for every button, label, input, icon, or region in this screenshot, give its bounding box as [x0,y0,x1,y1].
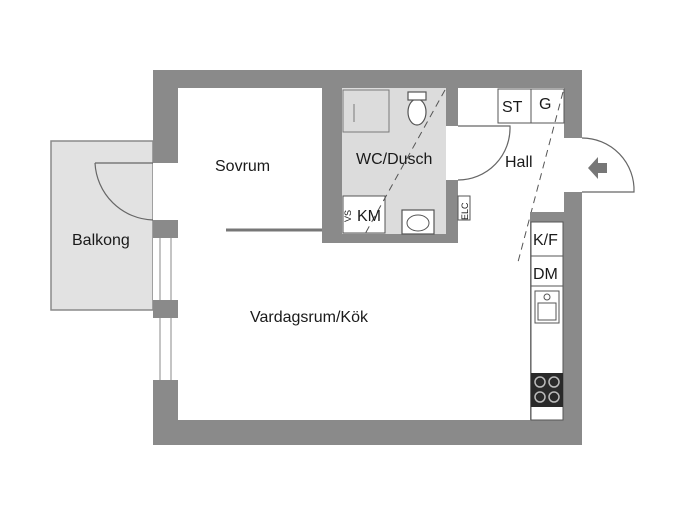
room-label-hall: Hall [505,154,533,171]
entrance-opening [564,138,582,192]
fixture-label-vs: VS [343,210,353,222]
fixture-label-dm: DM [533,266,558,283]
washing-machine-box [342,195,386,234]
room-label-vardagsrum: Vardagsrum/Kök [250,309,369,326]
arrow-left-icon [588,157,607,179]
window-left-upper [153,238,178,300]
balcony-door-opening [153,163,178,220]
wc-door-swing [457,125,511,181]
shower-tray [342,89,390,133]
fixture-label-km: KM [357,208,381,225]
room-label-balkong: Balkong [72,232,130,249]
electric-panel [457,195,471,221]
wc-door-opening [446,126,458,180]
wall-stub [153,220,178,238]
hall-ceiling-line [517,91,564,263]
kitchen-sink-icon [534,290,560,324]
toilet-icon [407,98,427,126]
room-label-wc: WC/Dusch [356,151,432,168]
fixture-label-elc: ELC [460,202,470,220]
window-left-lower [153,318,178,380]
wc-ceiling-line [364,89,446,235]
room-label-sovrum: Sovrum [215,158,270,175]
fixture-label-kf: K/F [533,232,558,249]
fixture-label-st: ST [502,99,523,116]
balcony-door-swing [94,162,154,221]
fixture-label-g: G [539,96,551,113]
entrance-door-swing [581,137,635,193]
balcony-floor [50,140,154,311]
